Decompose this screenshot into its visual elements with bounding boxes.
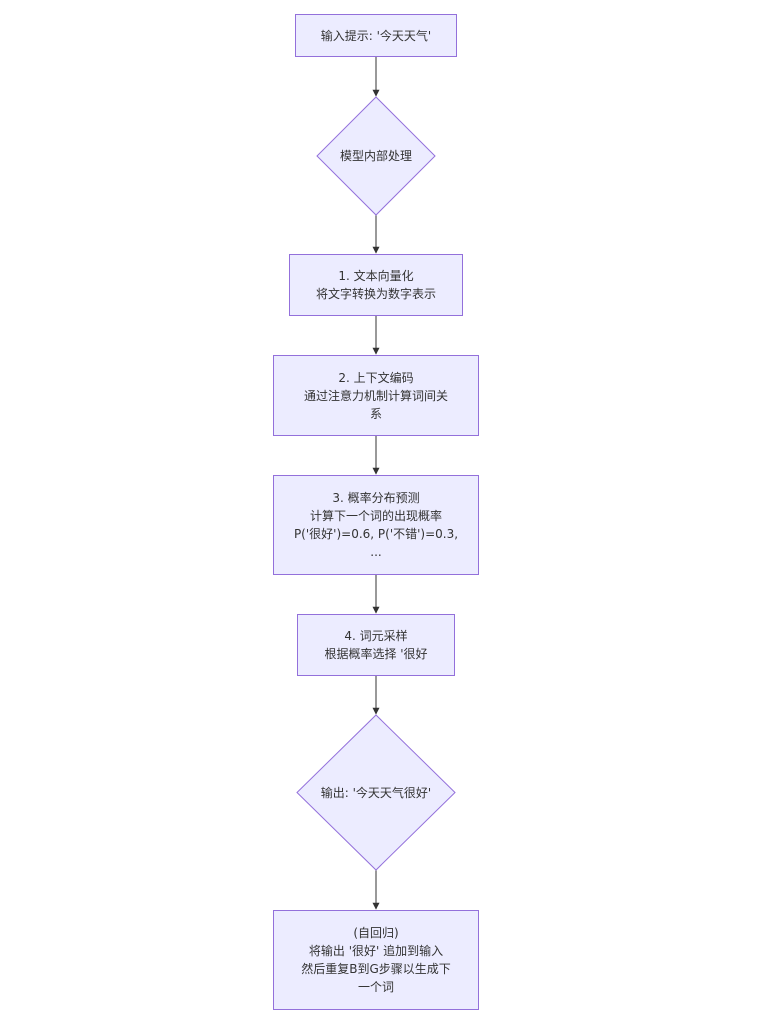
node-text-line: 将输出 '很好' 追加到输入: [308, 944, 444, 958]
flow-node-step2: 2. 上下文编码通过注意力机制计算词间关系: [273, 355, 479, 436]
node-text-line: 3. 概率分布预测: [332, 491, 420, 505]
flow-node-step4: 4. 词元采样根据概率选择 '很好: [297, 614, 455, 676]
flow-node-output: 输出: '今天天气很好': [297, 715, 455, 870]
flow-node-step1: 1. 文本向量化将文字转换为数字表示: [289, 254, 463, 316]
node-text-line: 一个词: [357, 980, 394, 994]
node-text-line: 通过注意力机制计算词间关: [303, 388, 448, 403]
node-text-line: 将文字转换为数字表示: [315, 287, 436, 301]
flow-node-autoregress: (自回归) 将输出 '很好' 追加到输入然后重复B到G步骤以生成下一个词: [273, 910, 479, 1010]
node-text-line: P('很好')=0.6, P('不错')=0.3,: [293, 527, 459, 541]
flow-node-step3: 3. 概率分布预测计算下一个词的出现概率 P('很好')=0.6, P('不错')…: [273, 475, 479, 575]
decision-diamond-model: [316, 96, 436, 216]
flow-node-input: 输入提示: '今天天气': [295, 14, 457, 57]
node-text-line: ...: [370, 545, 382, 559]
node-text-line: 根据概率选择 '很好: [324, 647, 428, 661]
node-text-line: 计算下一个词的出现概率: [309, 509, 442, 523]
node-text-line: 系: [369, 406, 382, 421]
decision-diamond-output: [296, 714, 456, 871]
node-text-line: (自回归): [353, 926, 399, 940]
node-text-line: 2. 上下文编码: [338, 370, 414, 385]
node-text-line: 模型内部处理: [339, 149, 412, 163]
node-text-line: 输入提示: '今天天气': [320, 28, 432, 43]
flow-node-model: 模型内部处理: [317, 97, 435, 215]
node-text-line: 然后重复B到G步骤以生成下: [301, 962, 451, 976]
node-text-line: 4. 词元采样: [344, 629, 408, 643]
node-text-line: 1. 文本向量化: [338, 269, 414, 283]
node-text-line: 输出: '今天天气很好': [320, 785, 432, 800]
